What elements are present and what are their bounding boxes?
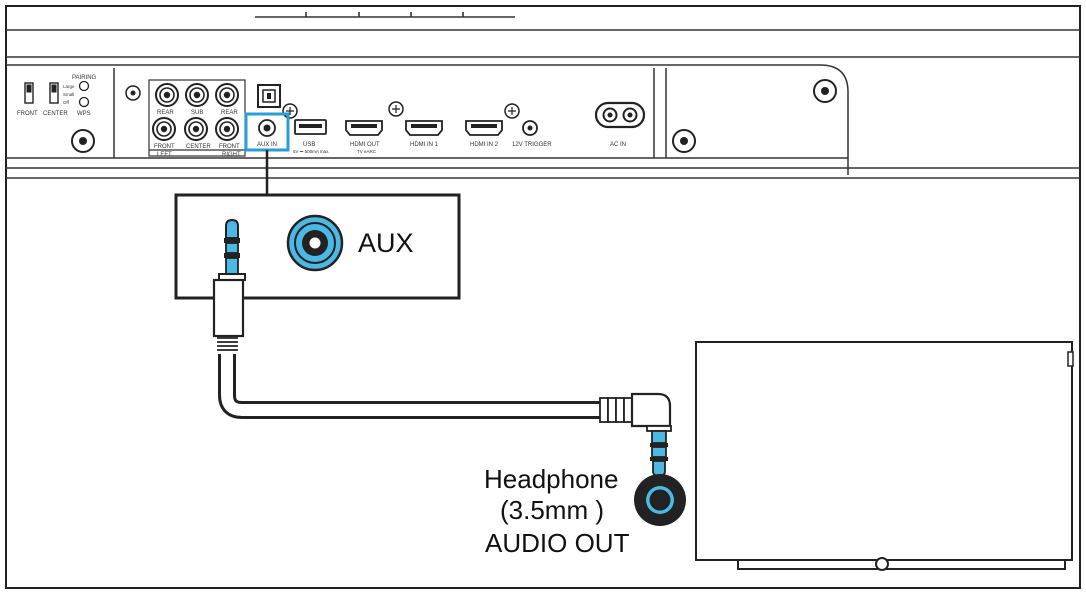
rca-center-label: CENTER — [186, 144, 211, 150]
hdmi-in-2-port[interactable]: HDMI IN 2 — [465, 120, 503, 148]
audio-cable — [218, 354, 600, 419]
pairing-option-large: Large — [63, 84, 75, 89]
trigger-label: 12V TRIGGER — [512, 142, 552, 148]
hdmi-out-sub-label: TV eARC — [357, 149, 377, 154]
usb-label: USB — [303, 142, 315, 148]
pairing-title: PAIRING — [72, 75, 97, 81]
soundbar-body — [6, 29, 1080, 179]
pairing-button[interactable] — [78, 80, 90, 92]
center-switch-label: CENTER — [43, 111, 68, 117]
rca-jack-icon[interactable] — [185, 83, 209, 107]
pairing-option-small: Small — [63, 92, 74, 97]
ac-in-port[interactable]: AC IN — [594, 101, 646, 148]
aux-jack-icon — [286, 214, 344, 272]
rca-front-left-label: FRONT — [154, 144, 175, 150]
rca-jack-icon[interactable] — [155, 83, 179, 107]
headphone-label-line3: AUDIO OUT — [485, 528, 630, 558]
rca-jack-icon[interactable] — [215, 83, 239, 107]
optical-port[interactable] — [257, 84, 281, 108]
aux-callout-label: AUX — [358, 228, 414, 258]
pairing-section: PAIRING Large Small Off WPS — [63, 75, 97, 117]
hdmi-in-1-label: HDMI IN 1 — [410, 142, 439, 148]
wps-button[interactable] — [78, 96, 90, 108]
rca-labels: REAR SUB REAR FRONT CENTER FRONT LEFT RI… — [154, 110, 241, 158]
rca-left-label: LEFT — [157, 152, 172, 158]
mini-jack-plug-right-angle — [599, 392, 672, 477]
tv-power-indicator-icon — [875, 557, 889, 571]
rca-rear-left-label: REAR — [157, 110, 174, 116]
usb-spec: 5V ⎓ 500mA max. — [293, 149, 330, 154]
pairing-option-off: Off — [63, 100, 70, 105]
usb-port[interactable]: USB 5V ⎓ 500mA max. — [293, 119, 330, 154]
headphone-label-line1: Headphone — [484, 464, 618, 494]
rca-jacks — [152, 83, 239, 141]
device-top-vents — [255, 12, 515, 18]
front-switch-label: FRONT — [17, 111, 38, 117]
hdmi-out-port[interactable]: HDMI OUT TV eARC — [345, 120, 383, 154]
aux-in-port[interactable]: AUX IN — [244, 112, 290, 152]
hdmi-out-label: HDMI OUT — [350, 142, 380, 148]
rca-front-right-label: FRONT — [219, 144, 240, 150]
trigger-port[interactable]: 12V TRIGGER — [512, 120, 552, 148]
rca-sub-label: SUB — [191, 110, 203, 116]
outer-frame — [5, 5, 1081, 589]
rca-jack-icon[interactable] — [152, 117, 176, 141]
hdmi-in-2-label: HDMI IN 2 — [470, 142, 499, 148]
rca-rear-right-label: REAR — [221, 110, 238, 116]
rca-jack-icon[interactable] — [184, 117, 208, 141]
wps-label: WPS — [77, 111, 91, 117]
aux-in-label: AUX IN — [257, 142, 277, 148]
speaker-size-switch[interactable]: FRONT CENTER — [17, 82, 68, 117]
mini-jack-plug-top — [212, 218, 246, 351]
hdmi-in-1-port[interactable]: HDMI IN 1 — [405, 120, 443, 148]
rca-right-label: RIGHT — [222, 152, 241, 158]
headphone-jack-icon — [634, 474, 686, 526]
mounting-screw-icon — [71, 79, 837, 153]
tv-set — [695, 341, 1074, 571]
headphone-label-line2: (3.5mm ) — [500, 495, 604, 525]
ac-in-label: AC IN — [610, 142, 626, 148]
rca-jack-icon[interactable] — [215, 117, 239, 141]
